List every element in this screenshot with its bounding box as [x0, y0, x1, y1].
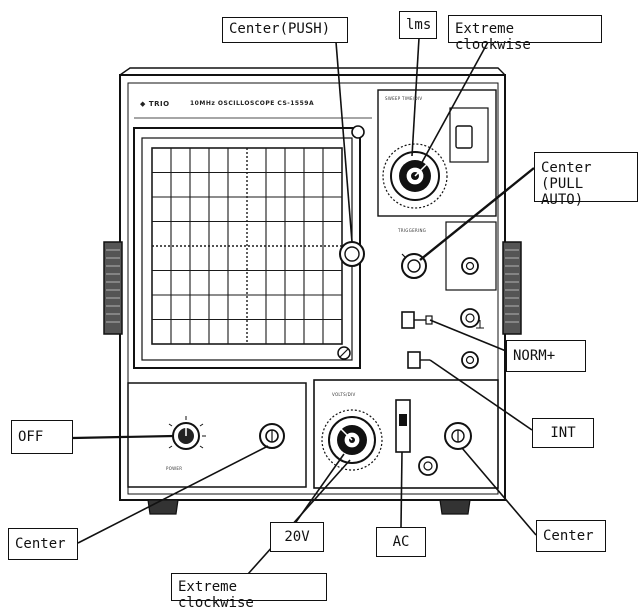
position-knob	[339, 241, 365, 267]
ext-sweep-input	[461, 351, 479, 369]
lower-left-panel	[127, 382, 307, 488]
ext-trig-input	[461, 257, 479, 275]
callout-extreme-clockwise-top: Extreme clockwise	[448, 15, 602, 53]
callout-off: OFF	[11, 420, 73, 454]
crt-graticule	[151, 147, 343, 345]
callout-int: INT	[532, 418, 594, 448]
brand-mark-icon: ◆	[140, 100, 146, 108]
vertical-input	[418, 456, 438, 476]
leader-center-right	[461, 447, 537, 536]
oscilloscope-cabinet	[119, 67, 506, 501]
leader-ac	[400, 451, 403, 528]
callout-center-push: Center(PUSH)	[222, 17, 348, 43]
callout-20v: 20V	[270, 522, 324, 552]
ac-gnd-dc-switch	[395, 399, 411, 453]
vertical-panel	[313, 379, 499, 489]
leader-center-pull-auto	[419, 167, 535, 261]
leader-off	[72, 434, 175, 440]
model-caption: 10MHz OSCILLOSCOPE CS-1559A	[190, 100, 315, 107]
callout-extreme-clockwise-bottom: Extreme clockwise	[171, 573, 327, 611]
callout-lms: lms	[399, 11, 437, 39]
callout-center-pull-auto: Center (PULL AUTO)	[534, 152, 638, 208]
trigger-source-switch	[407, 351, 430, 369]
callout-center-right: Center	[536, 520, 606, 552]
triggering-caption: TRIGGERING	[398, 228, 427, 233]
brand-name: TRIO	[148, 100, 170, 108]
sweep-time-knob	[382, 143, 448, 209]
callout-norm-plus: NORM+	[506, 340, 586, 372]
sweep-panel	[377, 89, 497, 217]
focus-knob	[259, 423, 285, 449]
left-handle	[103, 241, 123, 335]
brand-logo: ◆ TRIO	[140, 100, 170, 108]
leader-extreme-clockwise-bottom	[247, 459, 351, 575]
leader-int	[429, 359, 533, 431]
ground-terminal	[460, 308, 484, 329]
power-caption: POWER	[166, 466, 183, 471]
pilot-lamp	[351, 125, 365, 139]
leader-center-left	[77, 445, 269, 544]
volts-div-caption: VOLTS/DIV	[332, 392, 356, 397]
right-handle	[502, 241, 522, 335]
triggering-panel	[445, 221, 497, 291]
leader-extreme-clockwise-top	[419, 41, 489, 167]
sweep-time-caption: SWEEP TIME/DIV	[385, 96, 423, 101]
callout-ac: AC	[376, 527, 426, 557]
leader-lines	[72, 37, 537, 575]
callout-center-left: Center	[8, 528, 78, 560]
volts-div-knob	[321, 409, 383, 471]
trace-rotation-screw	[337, 346, 351, 360]
leader-norm-plus	[429, 319, 507, 352]
trigger-slope-switch	[401, 311, 433, 329]
intensity-knob	[166, 416, 206, 450]
leader-lms	[411, 37, 420, 157]
vertical-position-knob	[444, 422, 472, 450]
leader-center-push	[335, 41, 353, 243]
